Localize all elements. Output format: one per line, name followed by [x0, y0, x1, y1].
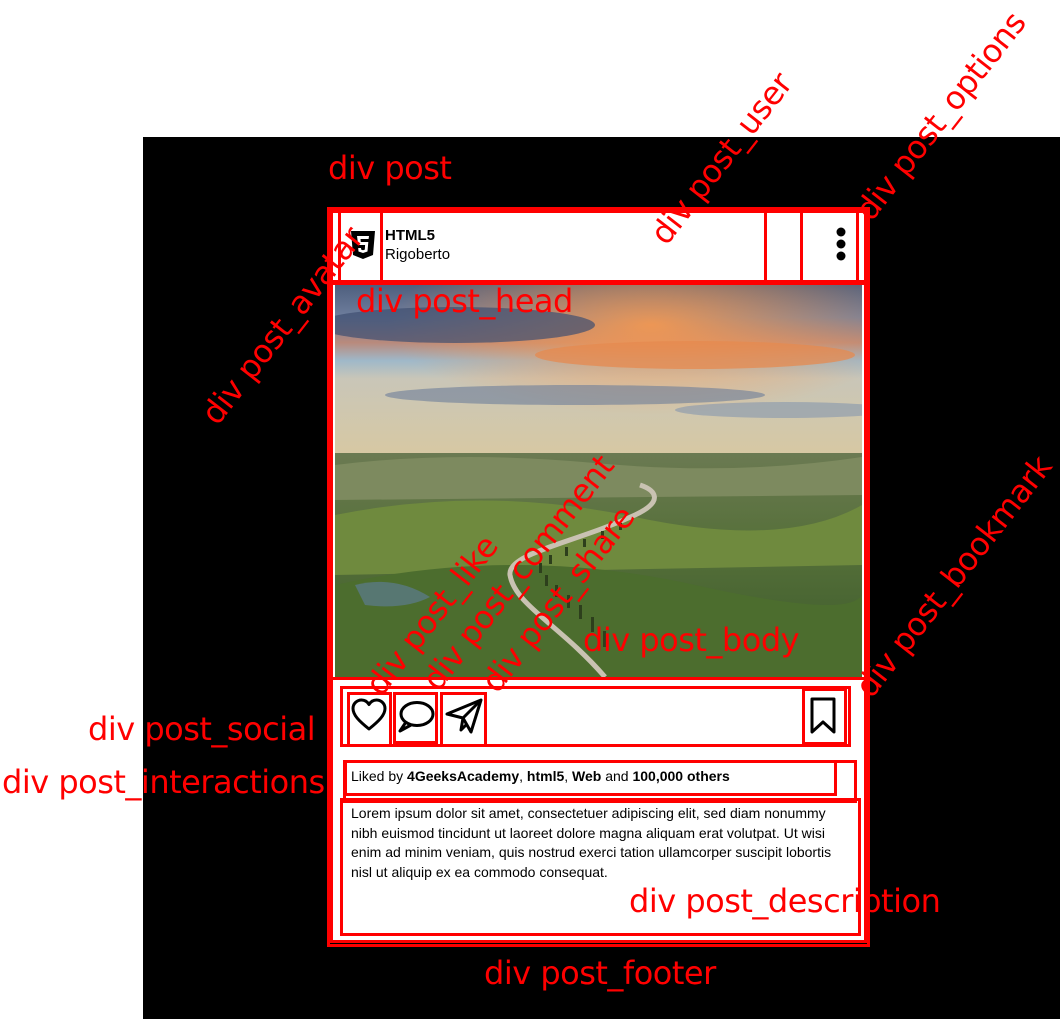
label-post-description: div post_description: [629, 882, 941, 920]
bookmark-icon[interactable]: [809, 697, 837, 735]
html5-icon: [351, 231, 375, 259]
liked-prefix: Liked by: [351, 768, 404, 784]
post-comment-box: [393, 692, 438, 744]
post-share-box: [440, 692, 487, 747]
heart-icon[interactable]: [351, 698, 387, 732]
post-user-title: HTML5: [385, 227, 435, 244]
post-description-box: [340, 798, 861, 936]
post-social-box: [340, 686, 851, 747]
comment-icon[interactable]: [397, 700, 435, 734]
post-user-box: [380, 210, 767, 283]
paper-plane-icon[interactable]: [444, 697, 484, 735]
post-box: [327, 207, 870, 947]
post-image: [335, 285, 862, 677]
liked-user-2[interactable]: html5: [526, 768, 565, 784]
liked-user-1[interactable]: 4GeeksAcademy: [407, 768, 520, 784]
liked-others[interactable]: 100,000 others: [632, 768, 730, 784]
post-like-box: [347, 692, 392, 747]
label-post-interactions: div post_interactions: [2, 763, 325, 801]
label-post-social: div post_social: [88, 710, 316, 748]
label-post-head: div post_head: [356, 282, 573, 320]
label-post-body: div post_body: [583, 621, 800, 659]
post-user-name: Rigoberto: [385, 246, 451, 263]
post-bookmark-box: [802, 688, 847, 745]
vertical-dots-icon[interactable]: [834, 227, 848, 261]
label-post-footer: div post_footer: [484, 954, 716, 992]
post-footer-box: [330, 677, 867, 943]
liked-and: and: [605, 768, 629, 784]
liked-user-3[interactable]: Web: [572, 768, 602, 784]
post-interactions-inner-box: [344, 760, 837, 796]
post-options-box: [800, 210, 859, 283]
label-post: div post: [328, 149, 452, 187]
post-description-text: Lorem ipsum dolor sit amet, consectetuer…: [351, 805, 832, 880]
post-likes-text: Liked by 4GeeksAcademy, html5, Web and 1…: [351, 768, 730, 784]
